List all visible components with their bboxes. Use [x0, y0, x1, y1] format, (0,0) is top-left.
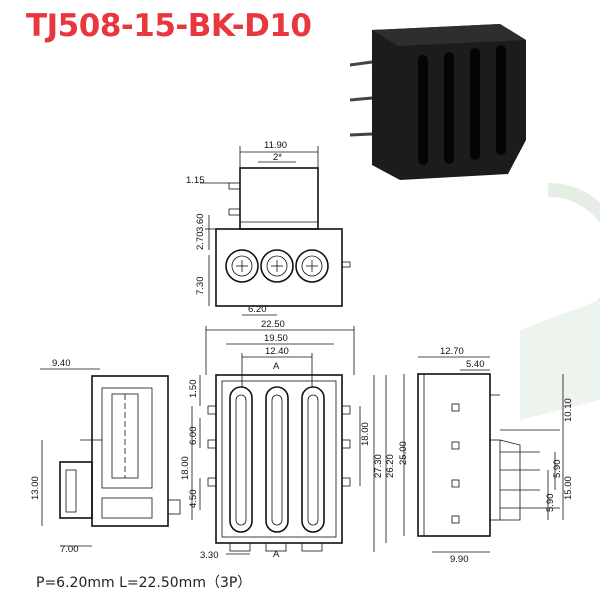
- dim-top-pin: 2*: [273, 152, 282, 163]
- dim-front-2620: 26.20: [385, 454, 396, 478]
- dim-section-700: 7.00: [60, 544, 79, 555]
- dim-side-590-a: 5.90: [552, 460, 563, 479]
- dim-front-a-bottom: A: [273, 549, 280, 560]
- dim-front-1800-right: 18.00: [360, 422, 371, 446]
- dim-top-270: 2.70: [195, 232, 206, 251]
- dim-top-620: 6.20: [248, 304, 267, 315]
- dim-front-1800-left: 18.00: [180, 456, 191, 480]
- dim-top-360: 3.60: [195, 214, 206, 233]
- dim-side-1500: 15.00: [563, 476, 574, 500]
- dim-side-540: 5.40: [466, 359, 485, 370]
- dim-front-1240: 12.40: [265, 346, 289, 357]
- dim-front-a-top: A: [273, 361, 280, 372]
- dim-top-730: 7.30: [195, 277, 206, 296]
- dim-front-1950: 19.50: [264, 333, 288, 344]
- watermark-logo: [520, 182, 600, 420]
- dim-front-450: 4.50: [188, 490, 199, 509]
- product-photo: [349, 24, 526, 180]
- dim-top-width: 11.90: [264, 140, 287, 151]
- dim-front-600: 6.00: [188, 427, 199, 446]
- section-view: [40, 368, 181, 547]
- dim-front-2730: 27.30: [373, 454, 384, 478]
- top-view: [200, 146, 351, 316]
- side-view: [403, 356, 564, 553]
- dim-side-590-b: 5.90: [545, 494, 556, 513]
- dim-side-2500: 25.00: [398, 441, 409, 465]
- dim-top-115: 1.15: [186, 175, 205, 186]
- dim-side-990: 9.90: [450, 554, 469, 565]
- dim-side-1010: 10.10: [563, 398, 574, 422]
- dim-front-330: 3.30: [200, 550, 219, 561]
- dim-section-1300: 13.00: [30, 476, 41, 500]
- spec-footer: P=6.20mm L=22.50mm（3P）: [36, 575, 252, 591]
- dim-front-2250: 22.50: [261, 319, 285, 330]
- product-title: TJ508-15-BK-D10: [26, 8, 312, 44]
- dim-side-1270: 12.70: [440, 346, 464, 357]
- dim-section-940: 9.40: [52, 358, 71, 369]
- dim-front-150: 1.50: [188, 380, 199, 399]
- front-view: [191, 326, 387, 555]
